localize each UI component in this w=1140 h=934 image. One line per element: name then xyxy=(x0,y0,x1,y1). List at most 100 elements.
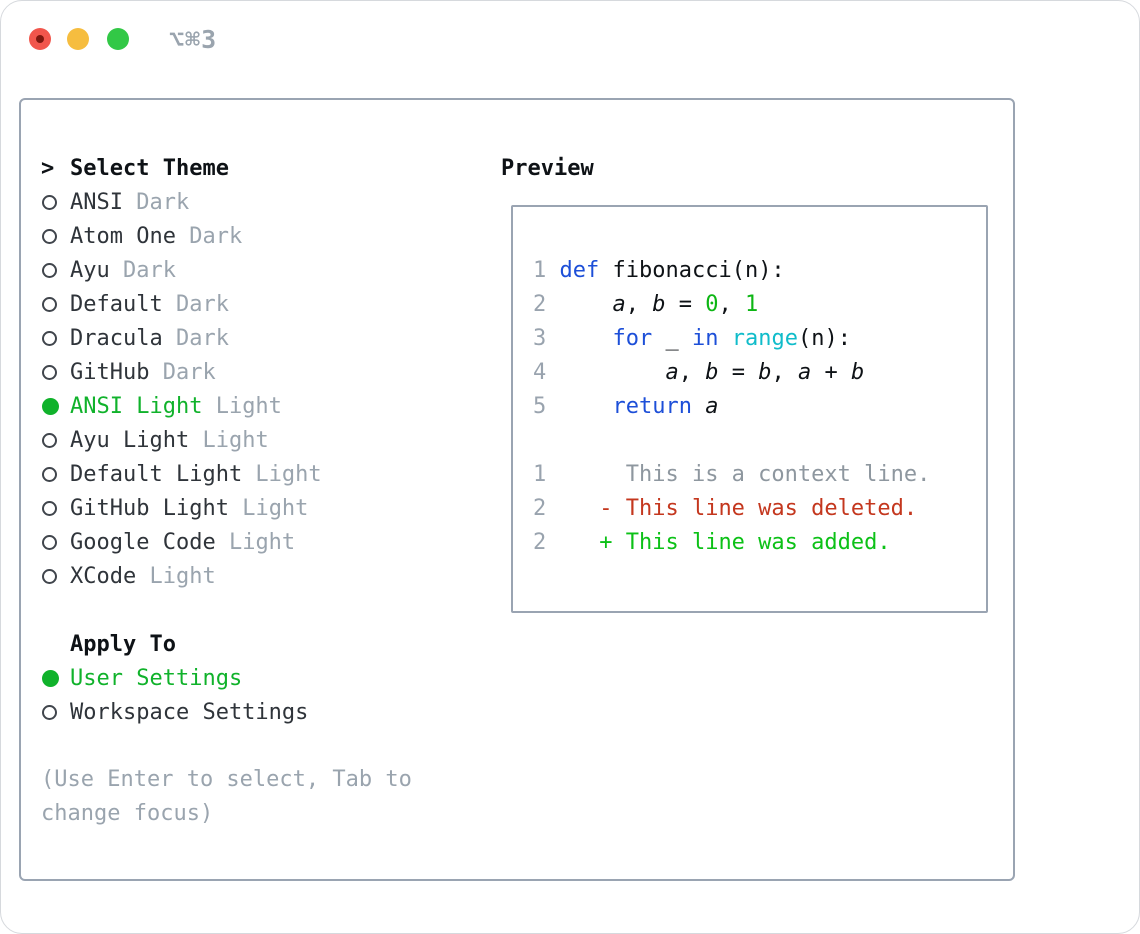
code-token: (n): xyxy=(797,326,851,351)
radio-unselected-icon xyxy=(42,704,57,720)
theme-option[interactable]: Google Code Light xyxy=(41,525,461,559)
radio-marker xyxy=(41,466,70,482)
minimize-button[interactable] xyxy=(67,28,89,50)
code-line: 1 def fibonacci(n): xyxy=(533,254,930,288)
radio-marker xyxy=(41,534,70,550)
maximize-button[interactable] xyxy=(107,28,129,50)
theme-name: Ayu Light xyxy=(70,427,190,453)
radio-marker xyxy=(41,296,70,312)
code-token: range xyxy=(731,326,798,351)
radio-unselected-icon xyxy=(42,194,57,210)
theme-name: GitHub xyxy=(70,359,150,385)
code-token: def xyxy=(559,258,600,283)
code-line: 4 a, b = b, a + b xyxy=(533,356,930,390)
code-token: return xyxy=(612,394,692,419)
radio-unselected-icon xyxy=(42,364,57,380)
theme-variant: Dark xyxy=(122,189,190,215)
radio-marker xyxy=(41,262,70,278)
focus-arrow-icon: > xyxy=(41,155,55,181)
radio-marker xyxy=(41,228,70,244)
radio-unselected-icon xyxy=(42,296,57,312)
preview-header: Preview xyxy=(501,155,594,181)
theme-variant: Light xyxy=(136,563,216,589)
code-token: = xyxy=(718,360,759,385)
theme-variant: Light xyxy=(189,427,269,453)
theme-variant: Dark xyxy=(149,359,216,385)
select-theme-header: > Select Theme xyxy=(41,151,461,185)
radio-unselected-icon xyxy=(42,228,57,244)
theme-name: ANSI Light xyxy=(70,393,203,419)
radio-unselected-icon xyxy=(42,262,57,278)
radio-marker xyxy=(41,432,70,448)
theme-option[interactable]: Atom One Dark xyxy=(41,219,461,253)
theme-name: GitHub Light xyxy=(70,495,229,521)
radio-unselected-icon xyxy=(42,500,57,516)
theme-option[interactable]: Default Dark xyxy=(41,287,461,321)
radio-marker xyxy=(41,330,70,346)
code-token: for xyxy=(612,326,653,351)
code-token: 1 xyxy=(744,292,759,317)
blank-line xyxy=(533,424,930,458)
theme-option[interactable]: Default Light Light xyxy=(41,457,461,491)
radio-unselected-icon xyxy=(42,330,57,346)
apply-to-header: Apply To xyxy=(41,627,461,661)
close-button[interactable] xyxy=(29,28,51,50)
theme-name: Google Code xyxy=(70,529,216,555)
apply-to-title: Apply To xyxy=(70,631,176,657)
theme-name: Default xyxy=(70,291,163,317)
theme-option[interactable]: ANSI Dark xyxy=(41,185,461,219)
radio-selected-icon xyxy=(42,397,59,415)
theme-name: Atom One xyxy=(70,223,176,249)
spacer xyxy=(41,593,461,627)
theme-variant: Dark xyxy=(162,291,229,317)
radio-unselected-icon xyxy=(42,432,57,448)
theme-name: XCode xyxy=(70,563,137,589)
theme-variant: Light xyxy=(228,495,309,521)
theme-name: ANSI xyxy=(70,189,123,215)
code-token xyxy=(560,326,613,351)
code-line: 2 a, b = 0, 1 xyxy=(533,288,930,322)
radio-marker xyxy=(41,704,70,720)
theme-option[interactable]: GitHub Light Light xyxy=(41,491,461,525)
line-number: 2 xyxy=(533,292,560,317)
theme-option[interactable]: GitHub Dark xyxy=(41,355,461,389)
code-token: b xyxy=(652,292,666,317)
code-token xyxy=(560,394,613,419)
apply-option-label: User Settings xyxy=(70,665,243,691)
window-shortcut-label: ⌥⌘3 xyxy=(169,25,218,54)
apply-option[interactable]: User Settings xyxy=(41,661,461,695)
theme-name: Ayu xyxy=(70,257,110,283)
code-line: 3 for _ in range(n): xyxy=(533,322,930,356)
theme-option[interactable]: XCode Light xyxy=(41,559,461,593)
line-number: 5 xyxy=(533,394,560,419)
line-number: 4 xyxy=(533,360,560,385)
diff-text: + This line was added. xyxy=(559,530,891,555)
theme-name: Dracula xyxy=(70,325,163,351)
code-token: = xyxy=(665,292,706,317)
code-token: _ xyxy=(652,326,692,351)
radio-marker xyxy=(41,397,70,415)
radio-selected-icon xyxy=(42,669,59,687)
code-token: a xyxy=(797,360,812,385)
theme-option[interactable]: Ayu Dark xyxy=(41,253,461,287)
theme-option[interactable]: Ayu Light Light xyxy=(41,423,461,457)
apply-option-label: Workspace Settings xyxy=(70,699,309,725)
code-token: + xyxy=(811,360,851,385)
theme-variant: Dark xyxy=(175,223,243,249)
radio-marker xyxy=(41,364,70,380)
titlebar: ⌥⌘3 xyxy=(1,1,1139,77)
code-token: , xyxy=(678,360,706,385)
code-token: a xyxy=(612,292,626,317)
select-theme-title: Select Theme xyxy=(70,155,229,181)
code-token xyxy=(560,292,613,317)
theme-name: Default Light xyxy=(70,461,243,487)
spacer xyxy=(41,729,461,763)
theme-option[interactable]: Dracula Dark xyxy=(41,321,461,355)
apply-option[interactable]: Workspace Settings xyxy=(41,695,461,729)
theme-option[interactable]: ANSI Light Light xyxy=(41,389,461,423)
